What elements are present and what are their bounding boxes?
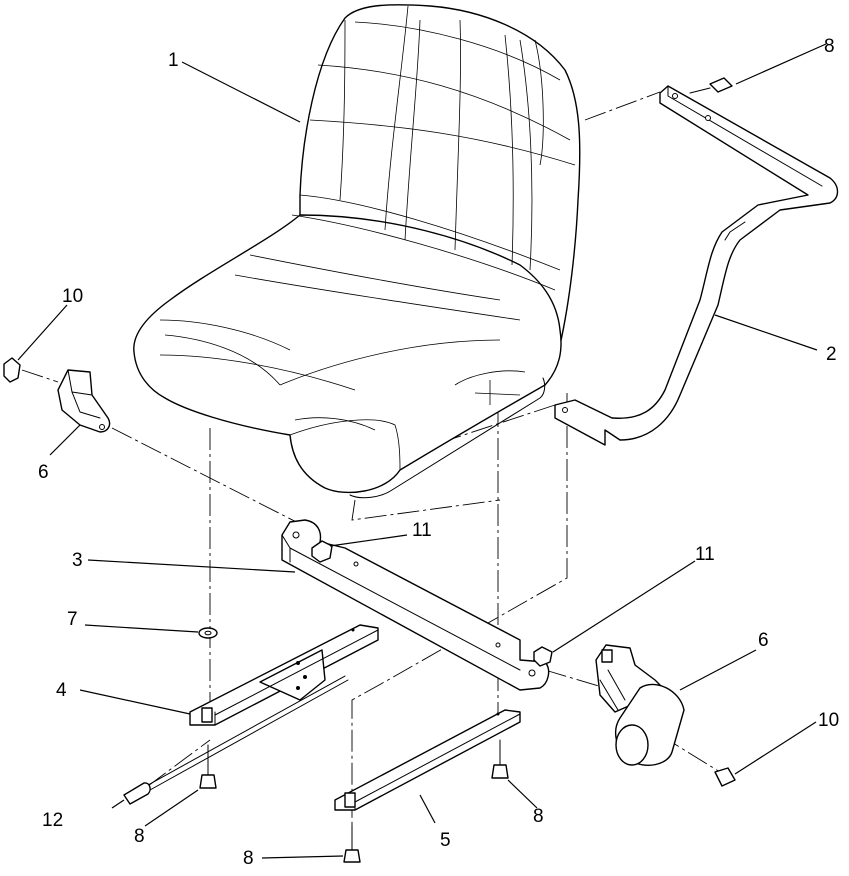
callout-bolt-track-left: 8 [134,826,145,847]
callout-bolt-buckle: 10 [62,286,83,307]
washer-icon [198,627,218,639]
callout-mount-bracket: 3 [72,550,83,571]
callout-grip: 12 [42,810,63,831]
callout-seat-support: 2 [826,344,837,365]
callout-slide-track-right: 5 [440,830,451,851]
mount-bracket-icon [281,519,550,691]
grip-icon [123,782,151,805]
slide-track-icon [147,624,379,791]
callout-nut-lower: 11 [695,544,715,565]
callout-belt-retractor: 6 [758,630,769,651]
belt-buckle-icon [57,369,111,433]
callout-bolt-retractor: 10 [818,710,839,731]
seat-icon [133,4,581,499]
callout-washer: 7 [67,609,78,630]
callout-nut-upper: 11 [412,520,432,541]
callout-belt-buckle: 6 [38,462,49,483]
callout-bolt-track-right: 8 [533,806,544,827]
callout-bolt-support: 8 [824,36,835,57]
callout-labels: 1 2 3 4 5 6 6 7 8 8 8 8 10 10 11 11 12 [38,36,839,869]
callout-slide-track-left: 4 [56,680,67,701]
callout-seat: 1 [168,50,179,71]
callout-bolt-bottom: 8 [243,848,254,869]
seat-support-icon [554,85,839,446]
nut-icon [311,540,553,667]
slide-track-icon [334,709,521,811]
bolt-icon [3,77,736,863]
belt-retractor-icon [595,644,685,766]
leader-lines [17,43,827,859]
